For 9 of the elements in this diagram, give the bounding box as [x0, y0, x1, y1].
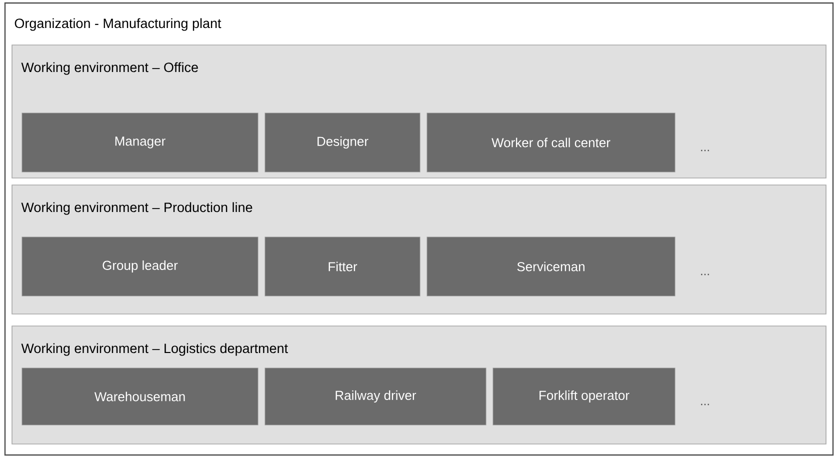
role-box: Railway driver: [264, 368, 486, 426]
role-box: Warehouseman: [22, 368, 258, 426]
role-box: Manager: [22, 112, 258, 172]
role-box: Worker of call center: [426, 112, 676, 172]
role-box: Group leader: [22, 236, 258, 296]
role-box: Designer: [264, 112, 420, 172]
role-box: Fitter: [264, 236, 420, 296]
role-box: Serviceman: [426, 236, 676, 296]
role-box: Forklift operator: [492, 368, 676, 426]
